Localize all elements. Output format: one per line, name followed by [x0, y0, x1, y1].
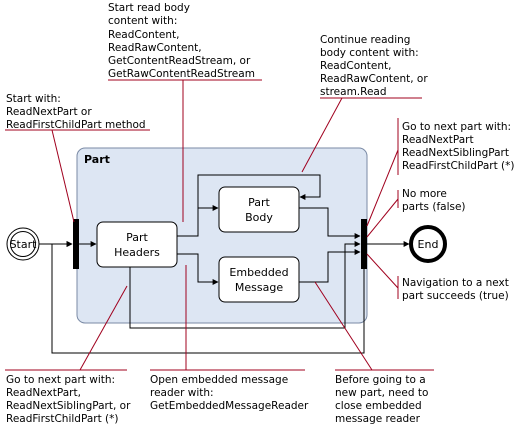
- callout-text: ReadNextSiblingPart, or: [6, 400, 131, 412]
- part-body-label-2: Body: [245, 211, 273, 224]
- callout-text: Continue reading: [320, 34, 410, 46]
- callout-text: close embedded: [335, 400, 422, 412]
- callout-text: Go to next part with:: [402, 121, 511, 133]
- callout-text: ReadRawContent,: [108, 42, 202, 54]
- embedded-to-bar-arrow: [299, 249, 361, 283]
- part-body-box: [218, 186, 300, 233]
- end-state: [409, 225, 447, 263]
- start-state: [10, 231, 36, 257]
- callout-continue-reading: Continue reading body content with: Read…: [320, 34, 428, 98]
- part-headers-label-2: Headers: [114, 246, 160, 259]
- callout-before-going: Before going to a new part, need to clos…: [335, 374, 428, 425]
- callout-start-with: Start with: ReadNextPart or ReadFirstChi…: [6, 93, 146, 131]
- callout-text: parts (false): [402, 201, 466, 213]
- callout-text: ReadFirstChildPart (*): [6, 413, 118, 425]
- left-sync-bar: [73, 219, 79, 269]
- callout-text: reader with:: [150, 387, 214, 399]
- headers-to-body-arrow: [177, 205, 219, 237]
- callout-open-embedded: Open embedded message reader with: GetEm…: [150, 374, 309, 412]
- embedded-message-label-1: Embedded: [229, 266, 288, 279]
- callout-text: ReadContent,: [320, 60, 391, 72]
- callout-text: part succeeds (true): [402, 290, 509, 302]
- callout-text: GetContentReadStream, or: [108, 55, 251, 67]
- callout-go-next-right: Go to next part with: ReadNextPart ReadN…: [402, 121, 514, 172]
- next-part-loop-arrow: [51, 241, 365, 354]
- continue-reading-pointer: [301, 97, 343, 173]
- part-headers-box: [96, 221, 178, 268]
- callout-text: stream.Read: [320, 86, 387, 98]
- part-region-title: Part: [84, 153, 110, 166]
- callout-text: ReadNextPart or: [6, 106, 92, 118]
- callout-text: ReadRawContent, or: [320, 73, 428, 85]
- transitions: [39, 174, 410, 354]
- part-body-label-1: Part: [248, 196, 270, 209]
- callout-text: Start with:: [6, 93, 61, 105]
- callout-text: Go to next part with:: [6, 374, 115, 386]
- right-sync-bar: [361, 219, 367, 269]
- embedded-message-box: [218, 256, 300, 303]
- callout-text: Before going to a: [335, 374, 426, 386]
- before-going-pointer: [314, 281, 373, 371]
- callout-text: GetEmbeddedMessageReader: [150, 400, 309, 412]
- start-label: Start: [10, 238, 38, 251]
- callout-text: Navigation to a next: [402, 277, 509, 289]
- end-label: End: [418, 238, 439, 251]
- part-headers-label-1: Part: [126, 231, 148, 244]
- callout-text: Open embedded message: [150, 374, 288, 386]
- embedded-message-label-2: Message: [235, 281, 283, 294]
- callout-text: ReadFirstChildPart (*): [402, 160, 514, 172]
- callout-text: new part, need to: [335, 387, 428, 399]
- go-next-right-pointer: [366, 149, 399, 227]
- callout-text: message reader: [335, 413, 421, 425]
- callout-text: ReadNextSiblingPart: [402, 147, 509, 159]
- callout-text: body content with:: [320, 47, 419, 59]
- callout-leaders: [5, 79, 434, 371]
- callout-text: Start read body: [108, 2, 190, 14]
- callout-text: ReadContent,: [108, 29, 179, 41]
- callout-navigation-succeeds: Navigation to a next part succeeds (true…: [402, 277, 509, 302]
- callout-text: No more: [402, 188, 447, 200]
- callout-start-read-body: Start read body content with: ReadConten…: [108, 2, 255, 80]
- body-to-bar-arrow: [299, 207, 361, 239]
- body-loop-arrow: [197, 174, 321, 208]
- callout-no-more-parts: No more parts (false): [402, 188, 466, 213]
- start-with-pointer: [51, 129, 75, 223]
- callout-text: ReadNextPart: [402, 134, 474, 146]
- callout-text: content with:: [108, 15, 177, 27]
- navigation-succeeds-pointer: [366, 253, 399, 289]
- no-more-parts-pointer: [366, 198, 399, 238]
- callout-text: ReadFirstChildPart method: [6, 119, 146, 131]
- callout-text: ReadNextPart,: [6, 387, 81, 399]
- callout-go-next-left: Go to next part with: ReadNextPart, Read…: [6, 374, 131, 425]
- headers-to-embedded-arrow: [177, 253, 219, 285]
- callout-text: GetRawContentReadStream: [108, 68, 255, 80]
- go-next-left-pointer: [79, 285, 128, 371]
